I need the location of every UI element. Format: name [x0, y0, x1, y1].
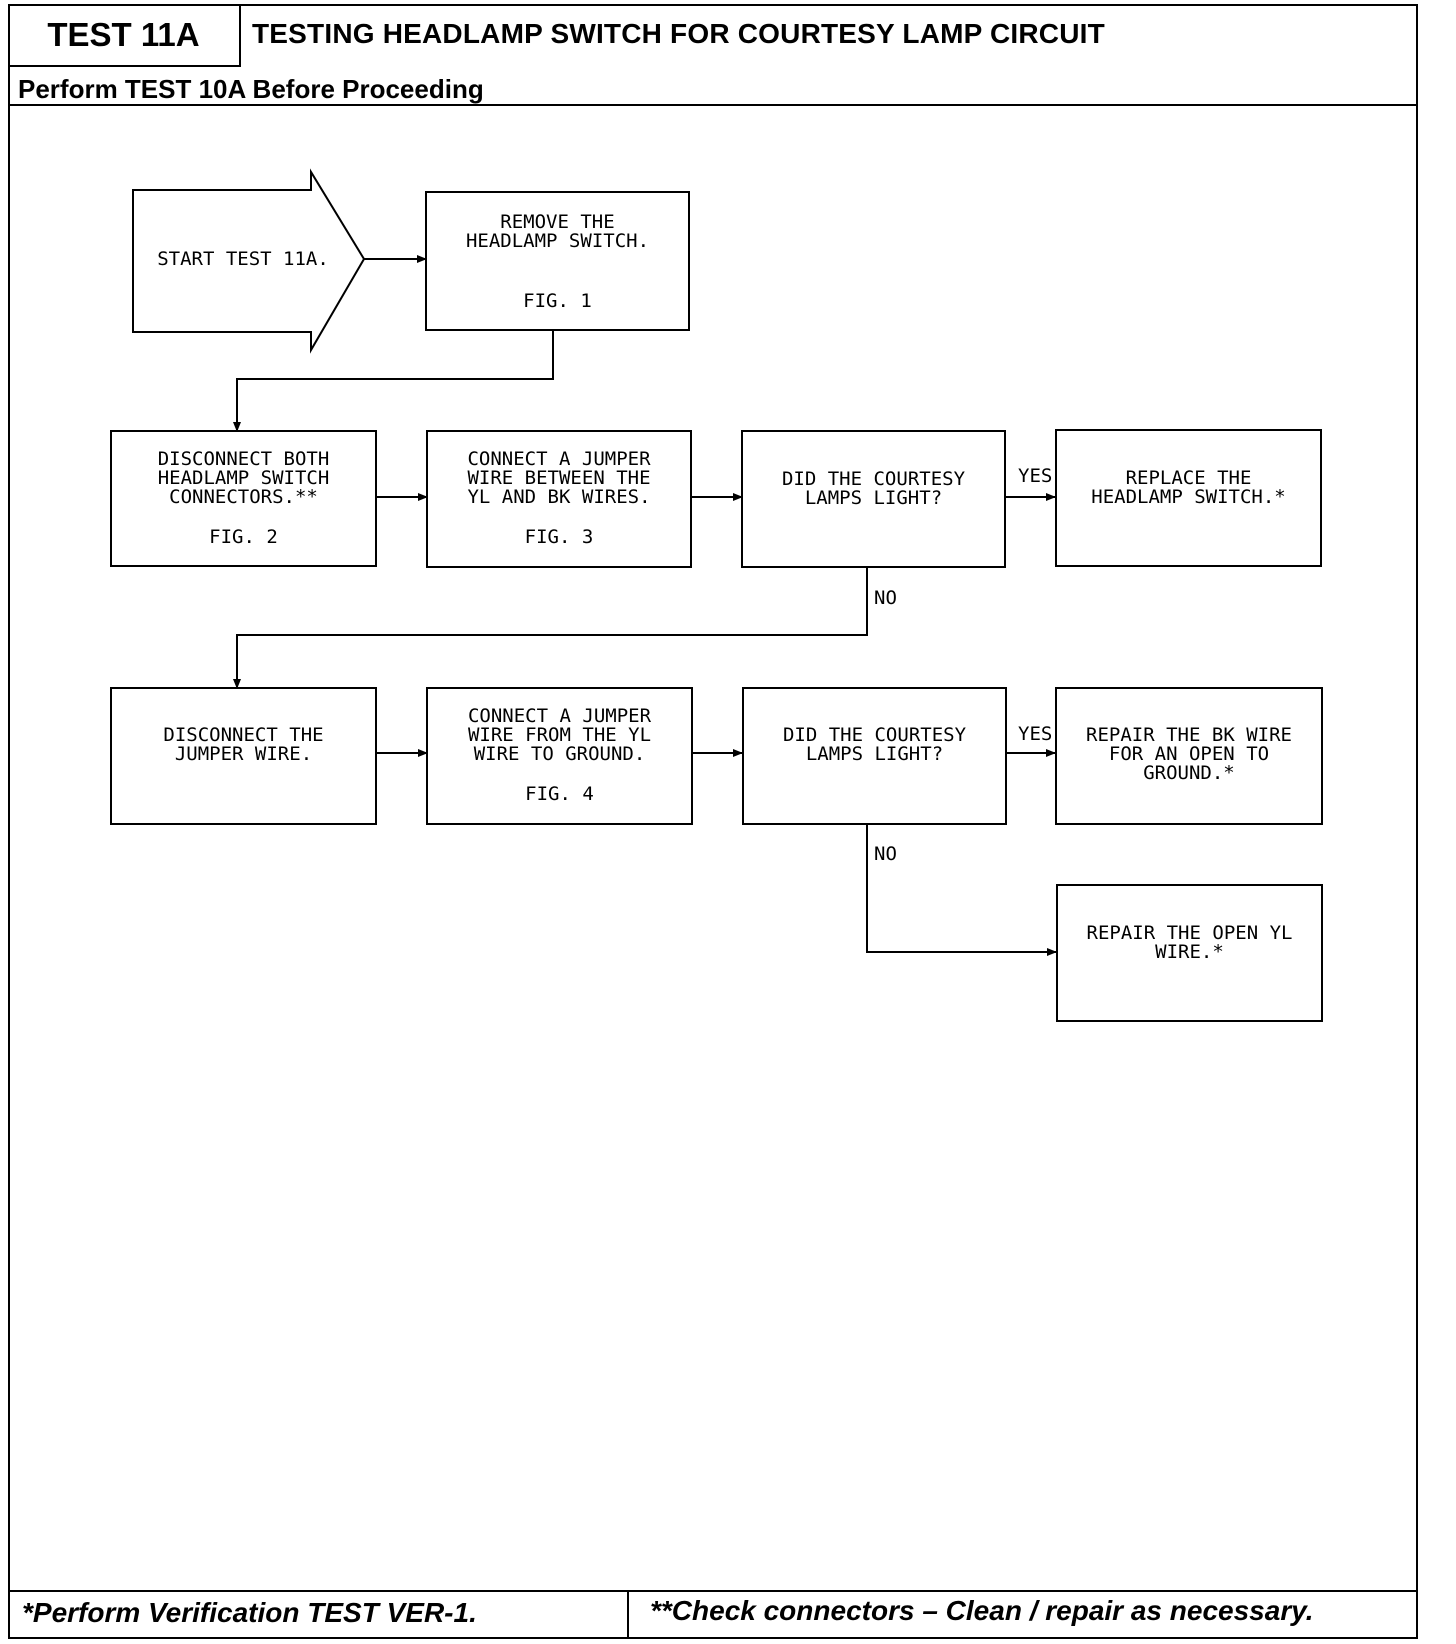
- result-text: REPAIR THE OPEN YL: [1086, 922, 1293, 944]
- fig-ref: FIG. 4: [525, 783, 594, 805]
- header-divider: [8, 104, 1418, 106]
- result-text: WIRE.*: [1155, 941, 1224, 963]
- prerequisite-note: Perform TEST 10A Before Proceeding: [18, 74, 484, 104]
- step-remove-switch: REMOVE THE HEADLAMP SWITCH. FIG. 1: [425, 191, 690, 331]
- decision-lamps-light-2: DID THE COURTESY LAMPS LIGHT?: [742, 687, 1007, 825]
- arrow-no-2: [866, 823, 1057, 956]
- step-text: WIRE FROM THE YL: [467, 724, 652, 746]
- step-text: WIRE BETWEEN THE: [467, 467, 651, 489]
- step-text: CONNECT A JUMPER: [467, 448, 651, 470]
- step-disconnect-jumper: DISCONNECT THE JUMPER WIRE.: [110, 687, 377, 825]
- yes-label: YES: [1018, 723, 1053, 745]
- result-text: REPLACE THE: [1125, 467, 1252, 489]
- step-text: CONNECT A JUMPER: [467, 705, 652, 727]
- step-text: YL AND BK WIRES.: [467, 486, 651, 508]
- step-connect-jumper-yl-bk: CONNECT A JUMPER WIRE BETWEEN THE YL AND…: [426, 430, 692, 568]
- page-title: TESTING HEADLAMP SWITCH FOR COURTESY LAM…: [252, 18, 1105, 49]
- footer-connector-note: **Check connectors – Clean / repair as n…: [650, 1595, 1314, 1626]
- step-text: DISCONNECT BOTH: [157, 448, 330, 470]
- footer-divider: [8, 1590, 1418, 1592]
- decision-text: LAMPS LIGHT?: [804, 487, 943, 509]
- test-id: TEST 11A: [8, 4, 241, 67]
- fig-ref: FIG. 2: [209, 526, 278, 548]
- step-disconnect-connectors: DISCONNECT BOTH HEADLAMP SWITCH CONNECTO…: [110, 430, 377, 567]
- yes-label: YES: [1018, 465, 1053, 487]
- arrow-no-1: [233, 567, 868, 689]
- result-repair-bk: REPAIR THE BK WIRE FOR AN OPEN TO GROUND…: [1055, 687, 1323, 825]
- start-arrow-shape: [132, 168, 366, 354]
- no-label: NO: [874, 587, 897, 609]
- step-text: CONNECTORS.**: [169, 486, 318, 508]
- result-replace-switch: REPLACE THE HEADLAMP SWITCH.*: [1055, 429, 1322, 567]
- no-label: NO: [874, 843, 897, 865]
- decision-text: DID THE COURTESY: [781, 468, 966, 490]
- fig-ref: FIG. 3: [524, 526, 594, 548]
- step-text: JUMPER WIRE.: [174, 743, 313, 765]
- step-text: HEADLAMP SWITCH.: [465, 230, 650, 252]
- result-text: HEADLAMP SWITCH.*: [1091, 486, 1286, 508]
- result-text: FOR AN OPEN TO: [1108, 743, 1270, 765]
- result-text: GROUND.*: [1143, 762, 1235, 784]
- footer-column-divider: [627, 1590, 629, 1639]
- page-frame: [8, 4, 1418, 1639]
- step-text: REMOVE THE: [500, 211, 615, 233]
- result-text: REPAIR THE BK WIRE: [1086, 724, 1292, 746]
- step-text: DISCONNECT THE: [163, 724, 324, 746]
- result-repair-yl: REPAIR THE OPEN YL WIRE.*: [1056, 884, 1323, 1022]
- step-text: WIRE TO GROUND.: [473, 743, 646, 765]
- decision-lamps-light-1: DID THE COURTESY LAMPS LIGHT?: [741, 430, 1006, 568]
- decision-text: LAMPS LIGHT?: [805, 743, 944, 765]
- arrow-remove-to-disconnect: [233, 330, 554, 432]
- step-text: HEADLAMP SWITCH: [157, 467, 330, 489]
- footer-verification-note: *Perform Verification TEST VER-1.: [22, 1597, 477, 1628]
- decision-text: DID THE COURTESY: [782, 724, 967, 746]
- fig-ref: FIG. 1: [523, 290, 592, 312]
- start-label: START TEST 11A.: [157, 248, 329, 270]
- step-connect-jumper-ground: CONNECT A JUMPER WIRE FROM THE YL WIRE T…: [426, 687, 693, 825]
